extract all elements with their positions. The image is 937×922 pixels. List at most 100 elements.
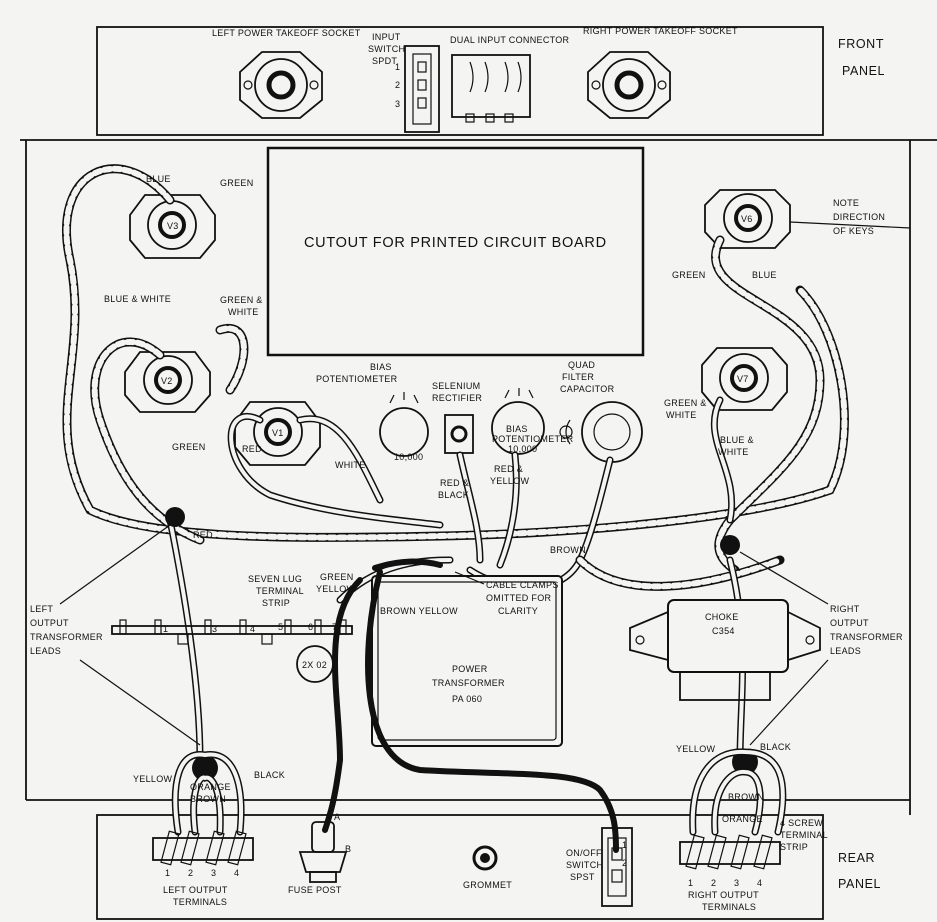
onoff-label-3: SPST: [570, 872, 595, 882]
wire-v2-green-white-2: WHITE: [228, 307, 259, 317]
fuse-post: [298, 821, 348, 883]
selenium-rectifier-label-1: SELENIUM: [432, 381, 480, 391]
wire-v3-blue: BLUE: [146, 174, 171, 184]
right-leads-arrows: [739, 551, 829, 746]
choke-part: C354: [712, 626, 735, 636]
grommet-label: GROMMET: [463, 880, 512, 890]
wire-red-black-2: BLACK: [438, 490, 469, 500]
right-term-3: 3: [734, 878, 739, 888]
lug-1: 1: [163, 624, 168, 634]
rear-panel-label-1: REAR: [838, 851, 875, 865]
power-transformer-part: PA 060: [452, 694, 482, 704]
cable-clamps-arrow: [454, 571, 485, 585]
four-screw-label-3: STRIP: [780, 842, 808, 852]
dual-input-connector: [451, 54, 531, 123]
left-term-2: 2: [188, 868, 193, 878]
selenium-rectifier: [444, 414, 474, 454]
pcb-cutout: [266, 146, 645, 357]
left-power-socket-label: LEFT POWER TAKEOFF SOCKET: [212, 28, 361, 38]
input-switch-label-3: SPDT: [372, 56, 397, 66]
input-switch-label-1: INPUT: [372, 32, 401, 42]
right-term-1: 1: [688, 878, 693, 888]
wire-green-yellow-1: GREEN: [320, 572, 354, 582]
seven-lug-label-2: TERMINAL: [256, 586, 304, 596]
choke: [629, 599, 821, 701]
wire-black-right: BLACK: [760, 742, 791, 752]
note-keys-3: OF KEYS: [833, 226, 874, 236]
rear-panel-outline: [96, 814, 824, 920]
wire-v7-blue-white-1: BLUE &: [720, 435, 754, 445]
left-leads-label-3: TRANSFORMER: [30, 632, 103, 642]
wire-v7-green-white-2: WHITE: [666, 410, 697, 420]
rear-panel-label-2: PANEL: [838, 877, 881, 891]
right-terminals-label-1: RIGHT OUTPUT: [688, 890, 759, 900]
right-power-socket-label: RIGHT POWER TAKEOFF SOCKET: [583, 26, 738, 36]
wire-orange-right: ORANGE: [722, 814, 763, 824]
power-transformer-label-1: POWER: [452, 664, 488, 674]
tube-v6-label: V6: [741, 214, 753, 224]
wire-brown-right: BROWN: [728, 792, 764, 802]
bias-pot-right-label-1: BIAS: [506, 424, 528, 434]
wire-brown-mid: BROWN: [550, 545, 586, 555]
power-transformer-label-2: TRANSFORMER: [432, 678, 505, 688]
right-leads-label-4: LEADS: [830, 646, 861, 656]
onoff-label-2: SWITCH: [566, 860, 603, 870]
note-keys-2: DIRECTION: [833, 212, 885, 222]
front-panel-label-1: FRONT: [838, 37, 884, 51]
diode-2x02: [296, 645, 334, 683]
seven-lug-terminal-strip: [111, 619, 353, 645]
lug-4: 4: [250, 624, 255, 634]
right-power-socket: [587, 51, 671, 119]
bias-pot-left-label-2: POTENTIOMETER: [316, 374, 398, 384]
left-term-1: 1: [165, 868, 170, 878]
dual-input-connector-label: DUAL INPUT CONNECTOR: [450, 35, 570, 45]
wire-red-yellow-2: YELLOW: [490, 476, 530, 486]
left-leads-label-2: OUTPUT: [30, 618, 69, 628]
lug-7: 7: [332, 622, 337, 632]
bias-potentiometer-left: [379, 392, 429, 457]
right-leads-label-1: RIGHT: [830, 604, 860, 614]
wire-red-black-1: RED &: [440, 478, 469, 488]
bias-pot-left-value: 10,000: [394, 452, 423, 462]
seven-lug-label-3: STRIP: [262, 598, 290, 608]
onoff-switch: [601, 827, 633, 907]
left-terminals-label-2: TERMINALS: [173, 897, 227, 907]
wire-yellow-right: YELLOW: [676, 744, 716, 754]
input-switch-label-2: SWITCH: [368, 44, 405, 54]
right-output-leads-bundle: [689, 748, 787, 836]
left-leads-arrows: [59, 524, 201, 746]
left-output-terminal-strip: [152, 830, 254, 866]
left-term-4: 4: [234, 868, 239, 878]
lug-5: 5: [278, 622, 283, 632]
four-screw-label-1: 4 SCREW: [780, 818, 823, 828]
cable-clamps-2: OMITTED FOR: [486, 593, 551, 603]
tube-socket-v1: [234, 401, 321, 466]
right-term-2: 2: [711, 878, 716, 888]
wire-red-grommet: RED: [193, 530, 213, 540]
tube-v2-label: V2: [161, 376, 173, 386]
wire-v6-green: GREEN: [672, 270, 706, 280]
tube-socket-v6: [704, 189, 791, 249]
seven-lug-label-1: SEVEN LUG: [248, 574, 302, 584]
wire-black-left: BLACK: [254, 770, 285, 780]
black-wire-top: [372, 558, 443, 571]
cable-clamps-1: CABLE CLAMPS: [486, 580, 559, 590]
wire-v6-blue: BLUE: [752, 270, 777, 280]
harness-grommet-right: [720, 535, 740, 555]
bias-pot-left-label-1: BIAS: [370, 362, 392, 372]
bias-pot-right-label-2: POTENTIOMETER: [492, 434, 574, 444]
wire-red-left: RED: [242, 444, 262, 454]
wire-v2-green-white-1: GREEN &: [220, 295, 263, 305]
harness-grommet-left: [165, 507, 185, 527]
tube-v3-label: V3: [167, 221, 179, 231]
onoff-pin-2: 2: [622, 858, 627, 868]
tube-v1-label: V1: [272, 428, 284, 438]
diode-label: 2X 02: [302, 660, 327, 670]
onoff-label-1: ON/OFF: [566, 848, 602, 858]
quad-filter-label-1: QUAD: [568, 360, 595, 370]
black-wire-fuse: [322, 577, 363, 833]
left-terminals-label-1: LEFT OUTPUT: [163, 885, 228, 895]
wire-v1-white: WHITE: [335, 460, 366, 470]
four-screw-label-2: TERMINAL: [780, 830, 828, 840]
